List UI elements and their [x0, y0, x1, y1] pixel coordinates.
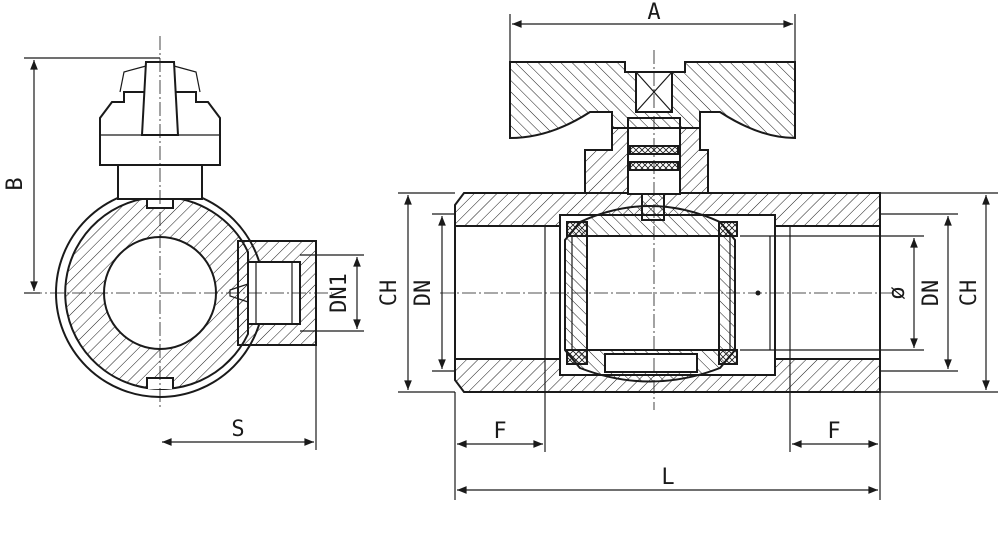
- dimension-dn-right: DN: [880, 213, 958, 372]
- label-f-right: F: [827, 419, 840, 444]
- label-dn-right: DN: [919, 280, 944, 307]
- dimension-phi: ø: [740, 235, 924, 351]
- label-ch-left: CH: [377, 280, 402, 307]
- seat-right-top: [718, 221, 738, 237]
- label-ch-right: CH: [957, 280, 982, 307]
- label-b: B: [3, 177, 28, 190]
- dimension-a: A: [509, 0, 796, 62]
- label-s: S: [231, 417, 244, 442]
- right-bore: [774, 225, 881, 360]
- bottom-slot: [604, 353, 698, 373]
- label-a: A: [647, 0, 660, 25]
- dimension-l: L: [457, 465, 879, 494]
- label-phi: ø: [885, 286, 910, 299]
- dimension-s: S: [162, 345, 317, 450]
- dimension-dn-left: DN: [411, 213, 455, 372]
- ball-bore: [586, 235, 720, 351]
- seat-left-bottom: [566, 349, 588, 365]
- dimension-ch-right: CH: [880, 192, 998, 393]
- seat-right-bottom: [718, 349, 738, 365]
- label-dn-left: DN: [411, 280, 436, 307]
- seat-left-top: [566, 221, 588, 237]
- label-l: L: [661, 465, 674, 490]
- label-f-left: F: [493, 419, 506, 444]
- dimension-f-left: F: [454, 359, 546, 500]
- label-dn1: DN1: [327, 273, 352, 313]
- dimension-f-right: F: [789, 359, 881, 500]
- left-bore: [454, 225, 561, 360]
- dimension-ch-left: CH: [377, 192, 455, 393]
- dimension-dn1: DN1: [300, 254, 364, 332]
- dimension-b: B: [3, 57, 160, 294]
- front-section-view: [440, 50, 895, 410]
- stem-tip: [641, 193, 665, 221]
- side-view: [28, 36, 332, 410]
